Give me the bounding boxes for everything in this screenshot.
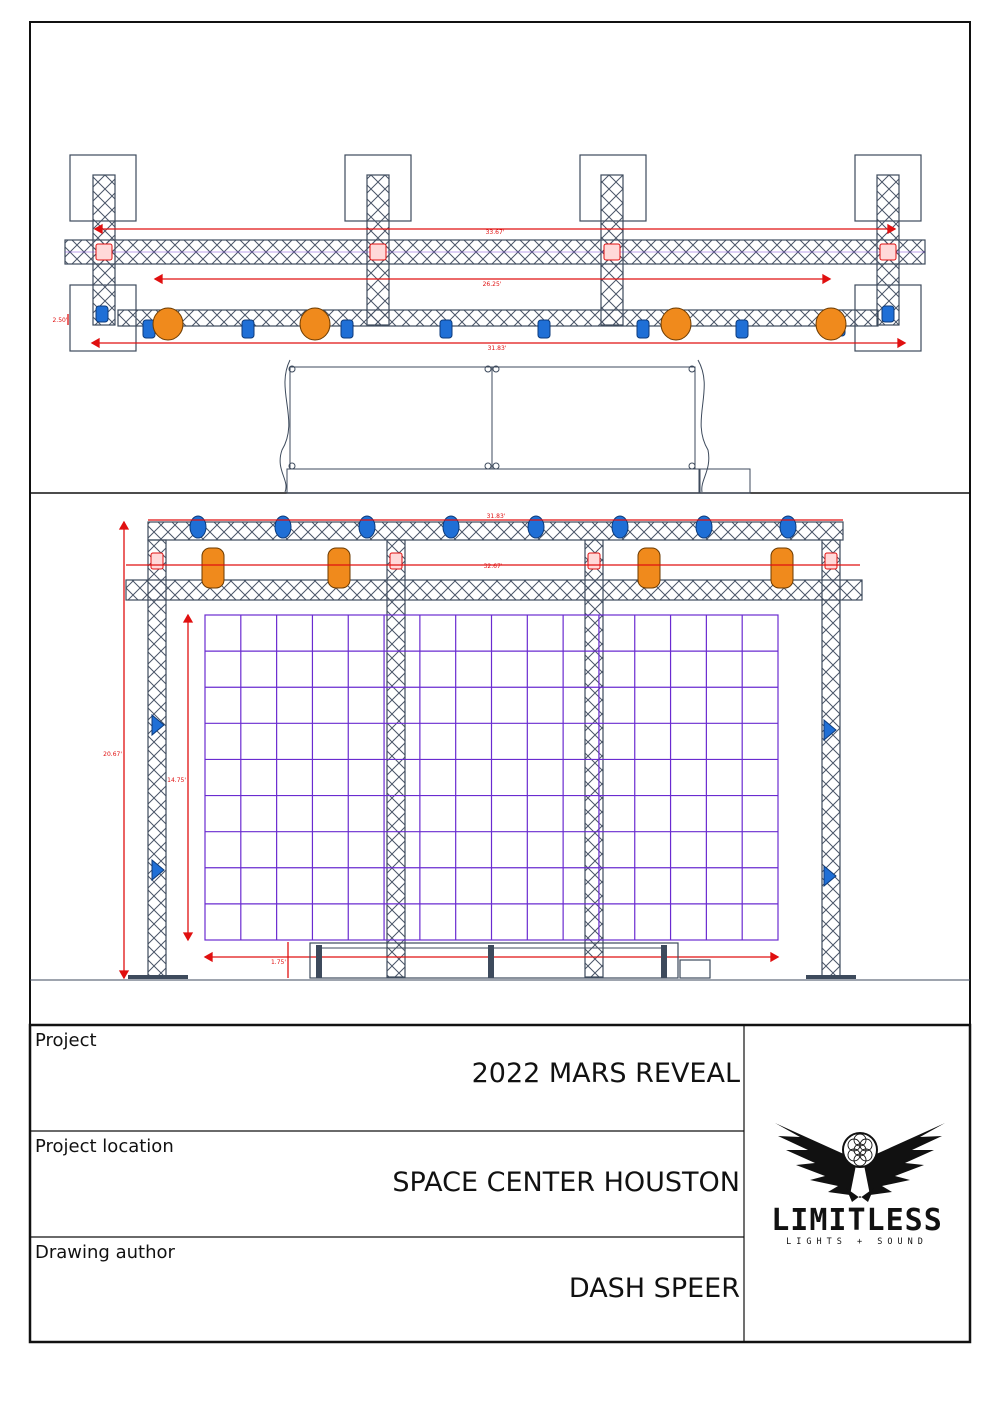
main-truss-elevation (125, 579, 863, 601)
wash-fixture-icon (636, 319, 650, 339)
wash-fixture-icon (439, 319, 453, 339)
plan-view: 33.67' 26.25' 31.83' 2.50' (52, 154, 926, 494)
moving-head-icon (815, 307, 847, 341)
top-truss-elevation (147, 521, 844, 541)
moving-head-icon (660, 307, 692, 341)
moving-head-icon (299, 307, 331, 341)
logo-tagline: LIGHTS + SOUND (786, 1237, 928, 1247)
elev-dim-32-67: 32.67' (484, 563, 503, 570)
logo-wordmark: LIMITLESS (771, 1203, 943, 1238)
limitless-logo: LIMITLESS LIGHTS + SOUND (771, 1123, 945, 1247)
plan-dim-31-83: 31.83' (488, 345, 507, 352)
elev-dim-20-67: 20.67' (103, 751, 122, 758)
author-label: Drawing author (35, 1242, 175, 1263)
wash-fixture-icon (735, 319, 749, 339)
title-block-frame (28, 1023, 972, 1344)
location-value: SPACE CENTER HOUSTON (392, 1167, 740, 1198)
project-label: Project (35, 1030, 97, 1051)
author-value: DASH SPEER (568, 1273, 740, 1304)
moving-head-icon (152, 307, 184, 341)
wash-fixture-icon (881, 305, 895, 323)
wash-fixture-icon (241, 319, 255, 339)
project-value: 2022 MARS REVEAL (471, 1058, 740, 1089)
location-label: Project location (35, 1136, 174, 1157)
wash-fixture-icon (537, 319, 551, 339)
plan-dim-33-67: 33.67' (486, 229, 505, 236)
elev-dim-31-83: 31.83' (487, 513, 506, 520)
wash-fixture-icon (95, 305, 109, 323)
led-wall-grid (204, 614, 779, 941)
elev-dim-1-75: 1.75' (271, 959, 286, 966)
wash-fixture-icon (340, 319, 354, 339)
elev-dim-14-75: 14.75' (167, 777, 186, 784)
plan-dim-2-50: 2.50' (52, 317, 67, 324)
elevation-view: 31.83' 32.67' 20.67' 14.75' 1.75' (30, 513, 970, 981)
lower-truss-plan (117, 309, 879, 327)
plan-dim-26-25: 26.25' (483, 281, 502, 288)
